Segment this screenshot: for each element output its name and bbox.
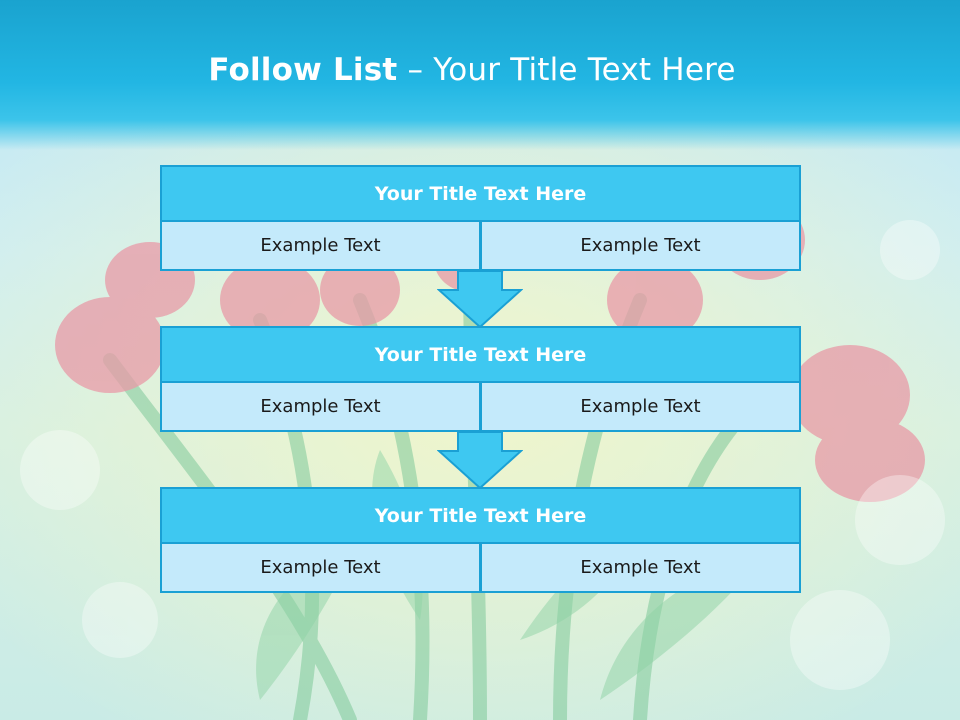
header-band — [0, 0, 960, 150]
title-bold: Follow List — [208, 52, 398, 88]
step-3-right-cell: Example Text — [480, 544, 801, 593]
step-1-left-cell: Example Text — [160, 222, 481, 271]
slide-title: Follow List – Your Title Text Here — [0, 52, 944, 88]
down-arrow-icon — [437, 431, 523, 489]
step-3-left-cell: Example Text — [160, 544, 481, 593]
step-1-right-cell: Example Text — [480, 222, 801, 271]
step-title-2: Your Title Text Here — [160, 326, 801, 383]
title-rest: – Your Title Text Here — [407, 52, 736, 88]
step-2-right-cell: Example Text — [480, 383, 801, 432]
step-2-left-cell: Example Text — [160, 383, 481, 432]
down-arrow-icon — [437, 270, 523, 328]
step-title-3: Your Title Text Here — [160, 487, 801, 544]
step-title-1: Your Title Text Here — [160, 165, 801, 222]
